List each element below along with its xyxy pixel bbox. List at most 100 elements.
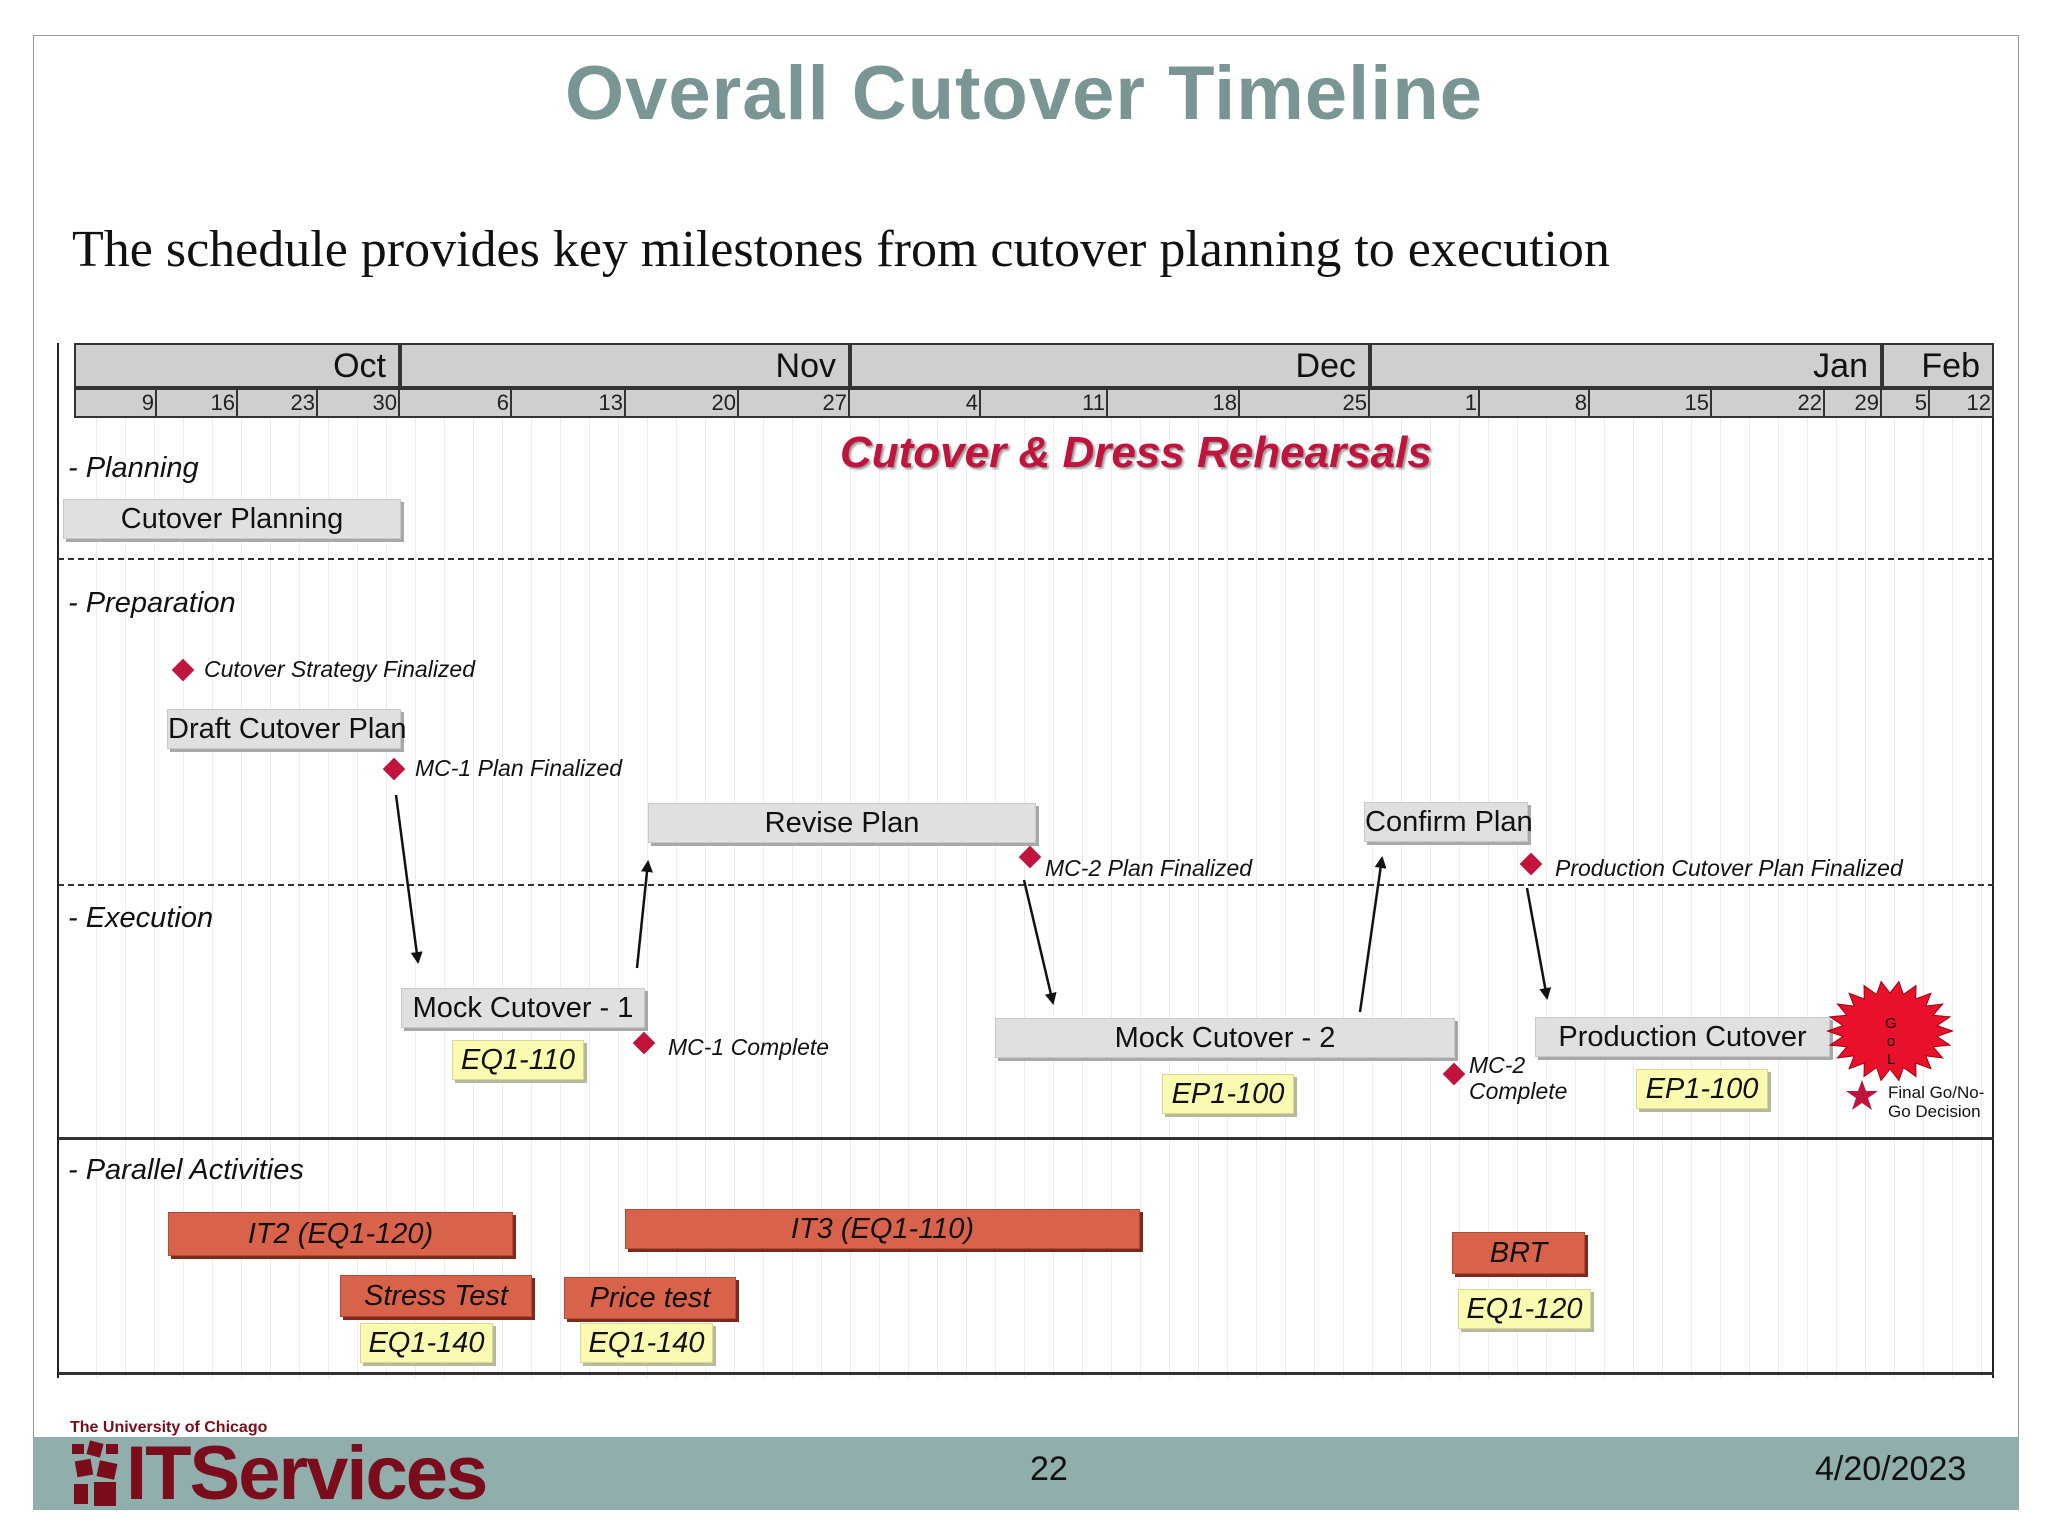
gridline — [792, 418, 793, 1378]
week-label: 15 — [1684, 390, 1709, 415]
task-production-cutover: Production Cutover — [1535, 1017, 1830, 1057]
week-label: 27 — [822, 390, 847, 415]
milestone-mc2-plan-finalized: MC-2 Plan Finalized — [1045, 855, 1253, 881]
arrow-prod-plan-to-production — [1525, 887, 1552, 1000]
gridline — [763, 418, 764, 1378]
gridline — [589, 418, 590, 1378]
parallel-it3: IT3 (EQ1-110) — [625, 1209, 1140, 1249]
gridline — [299, 418, 300, 1378]
go-decision-star-icon — [1846, 1080, 1878, 1110]
go-badge-letter: o — [1886, 1033, 1896, 1050]
cutover-banner: Cutover & Dress Rehearsals — [840, 428, 1432, 477]
week-label: 12 — [1966, 390, 1991, 415]
week-divider — [1928, 389, 1930, 417]
gridline — [1169, 418, 1170, 1378]
week-label: 16 — [210, 390, 235, 415]
go-decision-line1: Final Go/No- — [1888, 1083, 1985, 1102]
month-feb: Feb — [1882, 343, 1994, 388]
gridline — [1865, 418, 1866, 1378]
gridline — [618, 418, 619, 1378]
gridline — [1691, 418, 1692, 1378]
week-label: 20 — [711, 390, 736, 415]
week-divider — [624, 389, 626, 417]
gridline — [1314, 418, 1315, 1378]
section-separator-planning — [58, 558, 1994, 560]
week-divider — [316, 389, 318, 417]
gridline — [1198, 418, 1199, 1378]
gridline — [1836, 418, 1837, 1378]
week-divider — [1588, 389, 1590, 417]
gridline — [1749, 418, 1750, 1378]
gridline — [1923, 418, 1924, 1378]
arrow-mock2-to-confirm — [1358, 856, 1387, 1013]
gridline — [1517, 418, 1518, 1378]
gridline — [937, 418, 938, 1378]
env-tag-mock2: EP1-100 — [1162, 1074, 1294, 1114]
gridline — [154, 418, 155, 1378]
parallel-price-test: Price test — [564, 1277, 736, 1319]
week-label: 23 — [290, 390, 315, 415]
week-divider — [236, 389, 238, 417]
milestone-mc2-complete-line1: MC-2 — [1469, 1052, 1526, 1078]
parallel-it2: IT2 (EQ1-120) — [168, 1212, 513, 1256]
footer-band — [33, 1437, 2019, 1510]
week-label: 29 — [1854, 390, 1879, 415]
gridline — [879, 418, 880, 1378]
gridline — [734, 418, 735, 1378]
chart-left-border — [57, 343, 59, 1378]
gridline — [1430, 418, 1431, 1378]
week-label: 30 — [372, 390, 397, 415]
gridline — [444, 418, 445, 1378]
env-tag-brt: EQ1-120 — [1458, 1289, 1591, 1329]
week-divider — [1880, 389, 1882, 417]
week-divider — [398, 389, 400, 417]
week-divider — [1238, 389, 1240, 417]
chart-right-border — [1992, 343, 1994, 1378]
env-tag-price: EQ1-140 — [580, 1323, 713, 1363]
week-label: 9 — [141, 390, 154, 415]
week-label: 25 — [1342, 390, 1367, 415]
gridline — [328, 418, 329, 1378]
slide-date: 4/20/2023 — [1815, 1450, 1967, 1488]
gridline — [212, 418, 213, 1378]
env-tag-production: EP1-100 — [1636, 1069, 1768, 1109]
gridline — [1227, 418, 1228, 1378]
gridline — [270, 418, 271, 1378]
milestone-production-plan-finalized: Production Cutover Plan Finalized — [1555, 855, 1903, 881]
task-cutover-planning: Cutover Planning — [63, 499, 401, 539]
section-planning: - Planning — [68, 452, 199, 484]
gridline — [1604, 418, 1605, 1378]
gridline — [531, 418, 532, 1378]
section-preparation: - Preparation — [68, 587, 236, 619]
week-divider — [848, 389, 850, 417]
gridline — [1459, 418, 1460, 1378]
logo-university: The University of Chicago — [70, 1419, 268, 1436]
task-mock-cutover-2: Mock Cutover - 2 — [995, 1018, 1455, 1058]
gridline — [502, 418, 503, 1378]
gridline — [1575, 418, 1576, 1378]
section-parallel-activities: - Parallel Activities — [68, 1154, 304, 1186]
gridline — [1082, 418, 1083, 1378]
week-label: 5 — [1914, 390, 1927, 415]
gridline — [1778, 418, 1779, 1378]
gridline — [1372, 418, 1373, 1378]
gridline — [1662, 418, 1663, 1378]
env-tag-stress: EQ1-140 — [360, 1323, 493, 1363]
gridline — [1981, 418, 1982, 1378]
week-divider — [1106, 389, 1108, 417]
gridline — [966, 418, 967, 1378]
arrow-mock1-to-revise — [635, 860, 653, 969]
parallel-brt: BRT — [1452, 1232, 1585, 1274]
gridline — [125, 418, 126, 1378]
week-label: 1 — [1464, 390, 1477, 415]
week-label: 8 — [1574, 390, 1587, 415]
gridline — [1140, 418, 1141, 1378]
week-label: 22 — [1797, 390, 1822, 415]
gridline — [183, 418, 184, 1378]
gridline — [1546, 418, 1547, 1378]
gridline — [1807, 418, 1808, 1378]
arrow-mc2-plan-to-mock2 — [1022, 879, 1057, 1005]
week-divider — [155, 389, 157, 417]
